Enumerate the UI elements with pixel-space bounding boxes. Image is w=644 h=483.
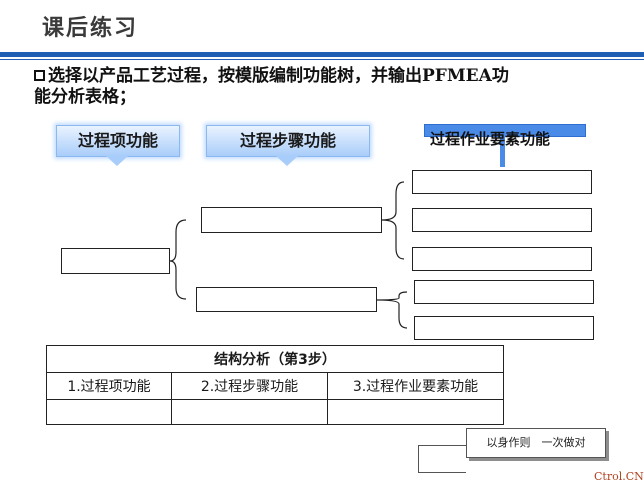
table-title: 结构分析（第3步） [46, 345, 504, 373]
tree-box-work-element-5[interactable] [414, 316, 594, 340]
watermark-logo: Ctrol.CN [594, 470, 644, 483]
table-header-cell: 2.过程步骤功能 [171, 372, 328, 400]
down-arrow-icon [106, 156, 128, 166]
down-arrow-icon [276, 156, 298, 166]
tree-box-process-item[interactable] [61, 248, 170, 274]
header-process-step-function-label: 过程步骤功能 [239, 131, 336, 150]
table-header-cell: 1.过程项功能 [46, 372, 172, 400]
table-cell[interactable] [46, 399, 172, 425]
instruction-line-1: 选择以产品工艺过程，按模版编制功能树，并输出PFMEA功 [48, 66, 509, 86]
tree-box-work-element-3[interactable] [412, 247, 592, 271]
footer-motto: 以身作则 一次做对 [466, 428, 606, 458]
header-process-work-element-function: 过程作业要素功能 [430, 130, 551, 148]
structure-analysis-table: 结构分析（第3步） 1.过程项功能 2.过程步骤功能 3.过程作业要素功能 [46, 345, 504, 425]
header-process-step-function: 过程步骤功能 [206, 125, 370, 157]
table-cell[interactable] [171, 399, 328, 425]
tree-box-process-step-2[interactable] [196, 287, 377, 312]
footer-tab [418, 445, 466, 473]
instruction-text: 选择以产品工艺过程，按模版编制功能树，并输出PFMEA功 能分析表格； [34, 66, 614, 108]
title-divider [0, 52, 644, 57]
banner-pointer [500, 135, 505, 167]
tree-box-work-element-1[interactable] [412, 170, 592, 194]
tree-box-process-step-1[interactable] [201, 207, 382, 233]
title-divider-thin [0, 59, 644, 60]
slide-title: 课后练习 [42, 16, 139, 41]
table-header-cell: 3.过程作业要素功能 [327, 372, 504, 400]
tree-box-work-element-2[interactable] [412, 208, 592, 232]
square-bullet-icon [34, 70, 45, 81]
header-banner [424, 124, 586, 137]
instruction-line-2: 能分析表格； [34, 87, 136, 107]
header-process-item-function: 过程项功能 [56, 125, 180, 157]
tree-box-work-element-4[interactable] [414, 280, 594, 304]
table-cell[interactable] [327, 399, 504, 425]
header-process-item-function-label: 过程项功能 [77, 131, 158, 150]
